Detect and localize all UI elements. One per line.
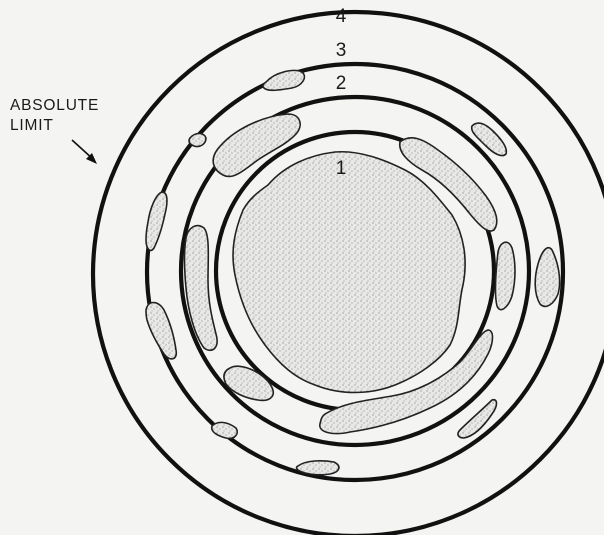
ring-label-4: 4 (336, 6, 347, 27)
region-3-blob (263, 70, 304, 90)
absolute-limit-arrow (72, 140, 97, 164)
region-3-blob (297, 461, 339, 475)
ring-label-3: 3 (336, 40, 347, 61)
ring-label-2: 2 (336, 73, 347, 94)
region-2-blob (495, 242, 515, 309)
absolute-limit-label-line2: LIMIT (10, 117, 54, 134)
region-1-core-blob (233, 152, 465, 393)
region-3-blob (189, 134, 206, 147)
region-3-blob (472, 123, 507, 155)
region-2-blob (213, 114, 300, 177)
region-3-blob (146, 192, 167, 250)
region-2-blob (185, 226, 218, 351)
region-3-blob (146, 303, 176, 359)
region-3-blob (212, 422, 238, 438)
region-4-blob (535, 248, 559, 307)
absolute-limit-label-line1: ABSOLUTE (10, 97, 99, 114)
ring-label-1: 1 (336, 158, 347, 179)
